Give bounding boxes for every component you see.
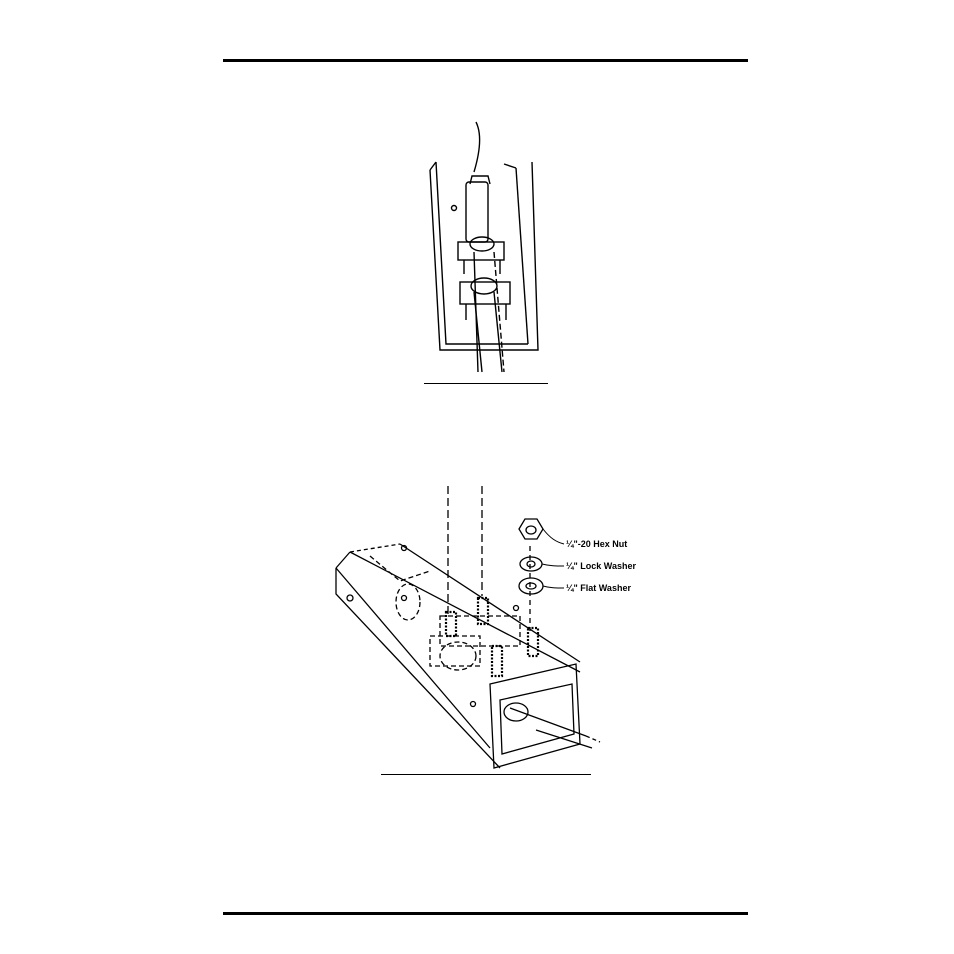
header-rule: [223, 59, 748, 62]
lock-washer-label: ¼" Lock Washer: [566, 561, 636, 571]
flat-washer-label: ¼" Flat Washer: [566, 583, 631, 593]
figure-channel-clamp: [424, 122, 544, 378]
footer-rule: [223, 912, 748, 915]
figure2-caption-line: [381, 774, 591, 775]
hex-nut-label: ¼"-20 Hex Nut: [566, 539, 627, 549]
figure-bolt-assembly: ¼"-20 Hex Nut ¼" Lock Washer ¼" Flat Was…: [330, 486, 650, 768]
figure1-caption-line: [424, 383, 548, 384]
